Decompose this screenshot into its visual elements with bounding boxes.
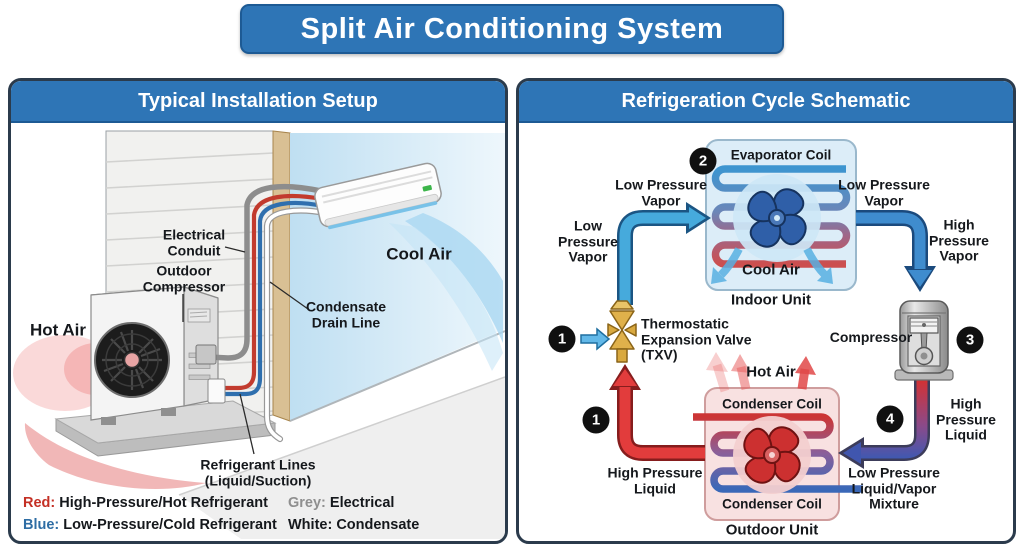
compressor-icon xyxy=(894,300,954,381)
wall-edge xyxy=(272,130,291,422)
label-condensate-drain: Condensate Drain Line xyxy=(305,298,387,330)
arrow-cond-to-txv xyxy=(609,364,705,461)
label-lp-vapor-from-evap: Low Pressure Vapor xyxy=(838,176,930,208)
label-cool-air-schematic: Cool Air xyxy=(742,261,800,279)
evaporator-fan-icon xyxy=(733,174,821,262)
refrigeration-schematic: Evaporator Coil Cool Air Indoor Unit Low… xyxy=(519,123,1013,541)
fan-grille-icon xyxy=(94,322,170,398)
label-hot-air: Hot Air xyxy=(29,320,87,340)
pipe-refrigerant-liquid xyxy=(215,193,325,391)
legend-red: Red: High-Pressure/Hot Refrigerant xyxy=(23,495,268,511)
legend-white-text: Condensate xyxy=(336,517,420,533)
pipe-refrigerant-suction xyxy=(215,200,326,397)
panel-installation: Typical Installation Setup xyxy=(8,78,508,544)
panel-refrigeration-cycle: Refrigeration Cycle Schematic xyxy=(516,78,1016,544)
evaporator-coil xyxy=(711,165,851,268)
step-badge-1-return: 1 xyxy=(582,406,610,434)
pointer-lines xyxy=(182,246,309,455)
arrow-comp-to-cond xyxy=(838,378,930,469)
step-badge-4-condenser: 4 xyxy=(876,405,904,433)
floor-wedge xyxy=(179,377,505,539)
label-condenser-coil-bottom: Condenser Coil xyxy=(722,496,822,512)
label-condenser-coil-top: Condenser Coil xyxy=(722,396,822,412)
service-valve-box xyxy=(207,378,226,404)
arrow-txv-to-evap xyxy=(617,202,711,305)
pipe-condensate xyxy=(265,208,327,441)
condenser-box xyxy=(693,352,863,521)
label-hp-vapor: High Pressure Vapor xyxy=(929,216,989,264)
txv-icon xyxy=(607,300,637,363)
installation-drawing xyxy=(13,130,505,539)
hot-air-ribbon xyxy=(24,423,206,489)
panel-installation-header: Typical Installation Setup xyxy=(11,81,505,123)
indoor-unit xyxy=(314,162,442,230)
label-lp-vapor-vert: Low Pressure Vapor xyxy=(558,217,618,265)
legend-blue-text: Low-Pressure/Cold Refrigerant xyxy=(63,517,277,533)
pipe-electrical-conduit xyxy=(206,183,324,361)
arrow-evap-to-comp xyxy=(856,210,936,292)
power-led xyxy=(422,185,432,192)
legend-grey-text: Electrical xyxy=(329,495,395,511)
txv-inlet-arrow xyxy=(580,327,611,351)
cool-air-arrows xyxy=(711,247,833,284)
label-outdoor-unit: Outdoor Unit xyxy=(725,521,819,539)
conduit-junction-box xyxy=(195,344,217,365)
legend-white-key: White: xyxy=(288,517,333,533)
condenser-fan-icon xyxy=(733,416,811,494)
label-hot-air-schematic: Hot Air xyxy=(746,363,796,381)
label-txv: Thermostatic Expansion Valve (TXV) xyxy=(641,315,752,363)
step-badge-2-evaporator: 2 xyxy=(689,147,717,175)
hot-air-arrows xyxy=(706,352,816,393)
step-badge-3-compressor: 3 xyxy=(956,326,984,354)
legend-red-key: Red: xyxy=(23,495,56,511)
page-title: Split Air Conditioning System xyxy=(240,4,784,54)
label-refrigerant-lines: Refrigerant Lines (Liquid/Suction) xyxy=(200,456,316,488)
installation-illustration: Electrical Conduit Outdoor Compressor Co… xyxy=(11,123,505,541)
panel-refrigeration-header: Refrigeration Cycle Schematic xyxy=(519,81,1013,123)
label-compressor: Compressor xyxy=(829,329,913,346)
label-hp-liquid-bottom: High Pressure Liquid xyxy=(607,464,703,496)
legend-white: White: Condensate xyxy=(288,517,419,533)
label-electrical-conduit: Electrical Conduit xyxy=(162,226,226,258)
label-outdoor-compressor: Outdoor Compressor xyxy=(142,262,226,294)
step-badge-1-txv: 1 xyxy=(548,325,576,353)
label-hp-liquid-right: High Pressure Liquid xyxy=(936,395,996,443)
cool-air-flow xyxy=(389,213,503,371)
legend-grey: Grey: Electrical xyxy=(288,495,394,511)
legend-blue: Blue: Low-Pressure/Cold Refrigerant xyxy=(23,517,277,533)
label-indoor-unit: Indoor Unit xyxy=(731,291,811,309)
cycle-drawing xyxy=(580,139,954,521)
label-evaporator-coil: Evaporator Coil xyxy=(730,147,832,163)
label-cool-air: Cool Air xyxy=(386,244,452,264)
legend-grey-key: Grey: xyxy=(288,495,326,511)
label-lp-mixture: Low Pressure Liquid/Vapor Mixture xyxy=(848,464,940,512)
label-lp-vapor-to-evap: Low Pressure Vapor xyxy=(615,176,707,208)
legend-blue-key: Blue: xyxy=(23,517,60,533)
legend-red-text: High-Pressure/Hot Refrigerant xyxy=(59,495,268,511)
